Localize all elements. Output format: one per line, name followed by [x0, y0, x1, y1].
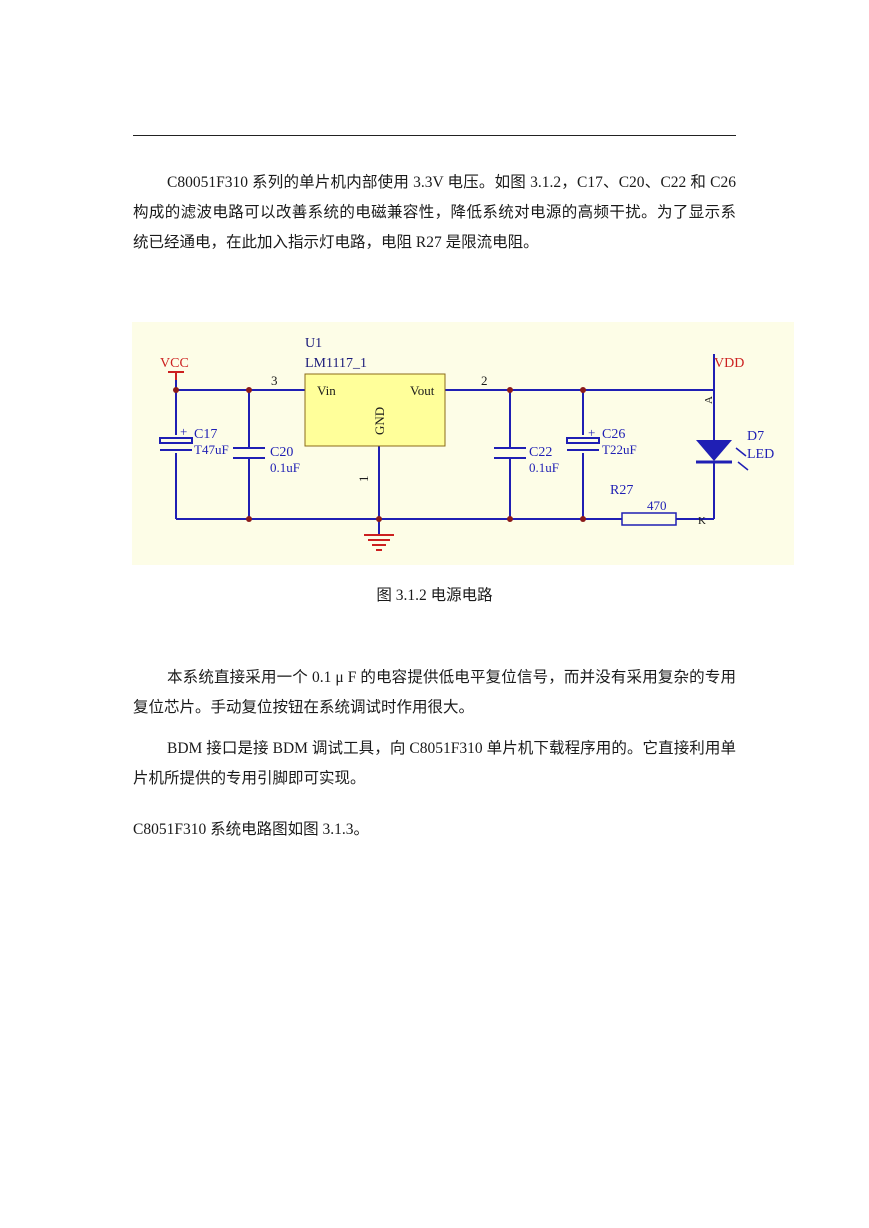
vdd-label: VDD	[714, 356, 744, 371]
gnd-pin-label: GND	[372, 407, 387, 435]
r27-value: 470	[647, 498, 667, 513]
d7-led: D7 LED A K	[696, 396, 774, 527]
junction-dots	[173, 387, 586, 522]
pin-3-label: 3	[271, 373, 278, 388]
vcc-label: VCC	[160, 356, 189, 371]
c26-plus: +	[588, 425, 595, 440]
paragraph-reset: 本系统直接采用一个 0.1 μ F 的电容提供低电平复位信号，而并没有采用复杂的…	[133, 669, 736, 716]
c22-label: C22	[529, 445, 552, 460]
d7-label: D7	[747, 429, 764, 444]
c17-label: C17	[194, 427, 217, 442]
ground-symbol	[364, 534, 394, 551]
c26-label: C26	[602, 427, 625, 442]
r27-label: R27	[610, 483, 633, 498]
c20-value: 0.1uF	[270, 460, 300, 475]
pin-2-label: 2	[481, 373, 488, 388]
paragraph-bdm: BDM 接口是接 BDM 调试工具，向 C8051F310 单片机下载程序用的。…	[133, 740, 736, 787]
anode-label: A	[703, 396, 715, 404]
schematic-background	[132, 322, 794, 565]
c17-capacitor: + C17 T47uF	[159, 424, 229, 457]
c20-capacitor: C20 0.1uF	[233, 445, 300, 475]
u1-label: U1	[305, 336, 322, 351]
c17-value: T47uF	[194, 442, 229, 457]
u1-chip-body	[304, 373, 446, 447]
cathode-label: K	[698, 515, 706, 527]
c20-label: C20	[270, 445, 293, 460]
figure-caption: 图 3.1.2 电源电路	[376, 587, 493, 604]
c26-value: T22uF	[602, 442, 637, 457]
c26-capacitor: + C26 T22uF	[566, 425, 637, 457]
paragraph-system-circuit: C8051F310 系统电路图如图 3.1.3。	[133, 821, 369, 838]
led-label: LED	[747, 447, 774, 462]
r27-resistor: R27 470	[610, 483, 677, 526]
vin-pin-label: Vin	[317, 383, 336, 398]
u1-part-label: LM1117_1	[305, 356, 367, 371]
power-circuit-schematic: VCC VDD U1 LM1117_1 Vin Vout GND 3 2 1 +…	[132, 322, 794, 565]
vout-pin-label: Vout	[410, 383, 435, 398]
c17-plus: +	[180, 424, 187, 439]
power-circuit-figure: VCC VDD U1 LM1117_1 Vin Vout GND 3 2 1 +…	[132, 322, 794, 565]
c22-value: 0.1uF	[529, 460, 559, 475]
header-rule	[133, 135, 736, 136]
c22-capacitor: C22 0.1uF	[494, 445, 559, 475]
pin-1-label: 1	[356, 476, 371, 483]
paragraph-filter-circuit: C80051F310 系列的单片机内部使用 3.3V 电压。如图 3.1.2，C…	[133, 174, 736, 251]
